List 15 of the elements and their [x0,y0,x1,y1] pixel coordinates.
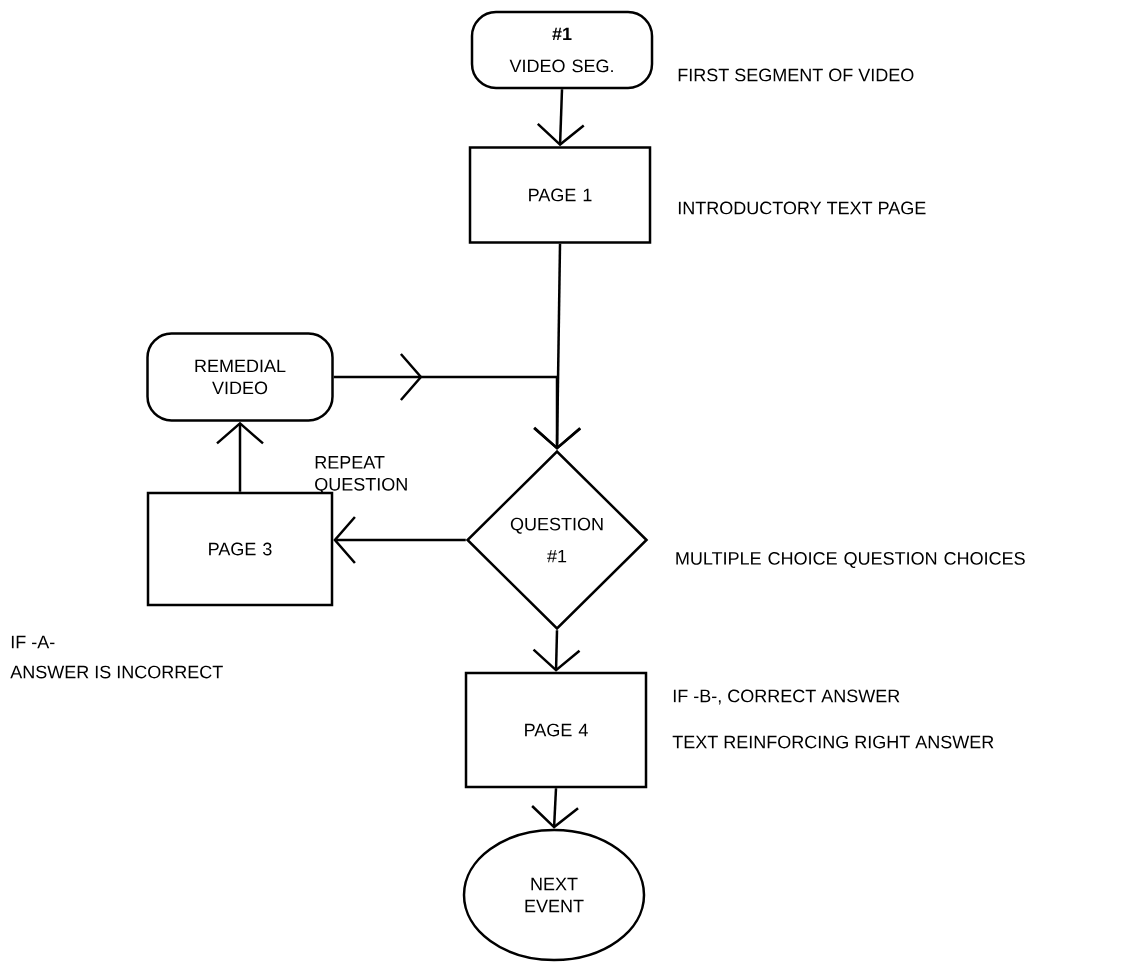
annotation-text: INTRODUCTORY TEXT PAGE [678,201,926,215]
process-box: PAGE 3 [146,491,334,607]
note-text: REPEAT QUESTION [315,456,407,494]
process-box: PAGE 1 [468,146,652,244]
annotation-text: IF -B-, CORRECT ANSWER [673,689,900,705]
terminal-box: REMEDIAL VIDEO [146,332,334,422]
annotation-text: TEXT REINFORCING RIGHT ANSWER [672,735,994,749]
annotation-text: FIRST SEGMENT OF VIDEO [678,68,914,82]
arrow [333,516,466,564]
annotation-text: IF -A- [11,635,55,649]
terminal-box: #1 VIDEO SEG. [470,10,654,90]
annotation-text: ANSWER IS INCORRECT [10,665,223,679]
process-box: PAGE 4 [464,671,648,789]
arrow [333,353,581,450]
annotation-text: MULTIPLE CHOICE QUESTION CHOICES [676,552,1025,568]
